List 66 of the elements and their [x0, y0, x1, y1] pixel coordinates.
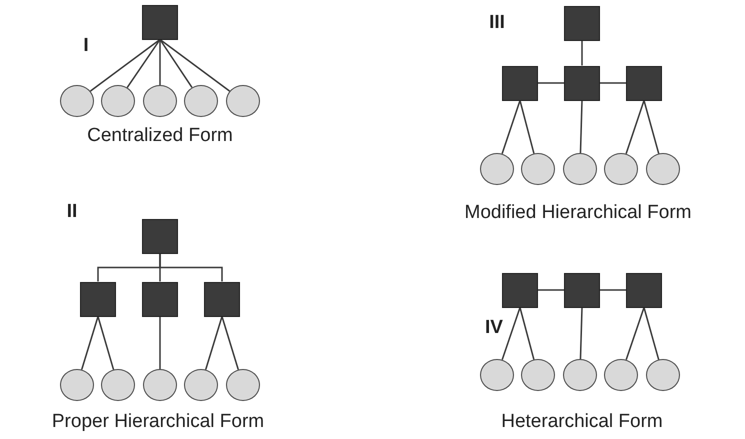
circle-node [563, 153, 597, 185]
connector-line [581, 40, 583, 66]
circle-node [60, 85, 94, 117]
connector-line [625, 307, 645, 360]
circle-node [143, 369, 177, 401]
circle-node [604, 359, 638, 391]
form-caption: Proper Hierarchical Form [52, 411, 264, 433]
connector-line [159, 39, 193, 88]
connector-line [160, 38, 230, 92]
circle-node [646, 359, 680, 391]
circle-node [480, 359, 514, 391]
form-caption: Heterarchical Form [501, 411, 663, 433]
connector-line [600, 82, 626, 84]
connector-line [519, 307, 535, 360]
connector-line [159, 316, 161, 369]
connector-line [90, 38, 160, 92]
circle-node [646, 153, 680, 185]
circle-node [184, 85, 218, 117]
roman-numeral: III [489, 12, 505, 34]
roman-numeral: I [83, 35, 89, 57]
circle-node [521, 359, 555, 391]
square-node [142, 4, 178, 40]
connector-line [580, 100, 583, 154]
connector-line [643, 100, 660, 154]
connector-line [538, 289, 564, 291]
square-node [502, 272, 538, 308]
connector-line [97, 316, 114, 370]
circle-node [521, 153, 555, 185]
connector-line [501, 307, 521, 360]
circle-node [226, 85, 260, 117]
connector-line [126, 39, 161, 88]
connector-line [159, 40, 161, 85]
connector-line [205, 316, 223, 370]
connector-line [600, 289, 626, 291]
connector-line [538, 82, 564, 84]
square-node [564, 66, 600, 100]
connector-line [625, 100, 645, 154]
circle-node [184, 369, 218, 401]
connector-line [519, 100, 535, 154]
square-node [564, 272, 600, 308]
circle-node [101, 85, 135, 117]
circle-node [143, 85, 177, 117]
roman-numeral: II [66, 201, 78, 223]
circle-node [604, 153, 638, 185]
square-node [80, 282, 116, 316]
square-node [626, 66, 662, 100]
square-node [502, 66, 538, 100]
square-node [564, 6, 600, 40]
connector-line [580, 307, 583, 360]
square-node [142, 282, 178, 316]
connector-line [159, 254, 223, 282]
circle-node [60, 369, 94, 401]
circle-node [480, 153, 514, 185]
connector-line [221, 316, 239, 370]
connector-line [501, 100, 521, 154]
circle-node [563, 359, 597, 391]
circle-node [101, 369, 135, 401]
form-caption: Centralized Form [87, 125, 233, 147]
connector-line [643, 307, 660, 360]
roman-numeral: IV [485, 317, 503, 339]
square-node [142, 218, 178, 254]
square-node [626, 272, 662, 308]
square-node [204, 282, 240, 316]
form-caption: Modified Hierarchical Form [464, 202, 692, 224]
connector-line [81, 316, 99, 370]
circle-node [226, 369, 260, 401]
